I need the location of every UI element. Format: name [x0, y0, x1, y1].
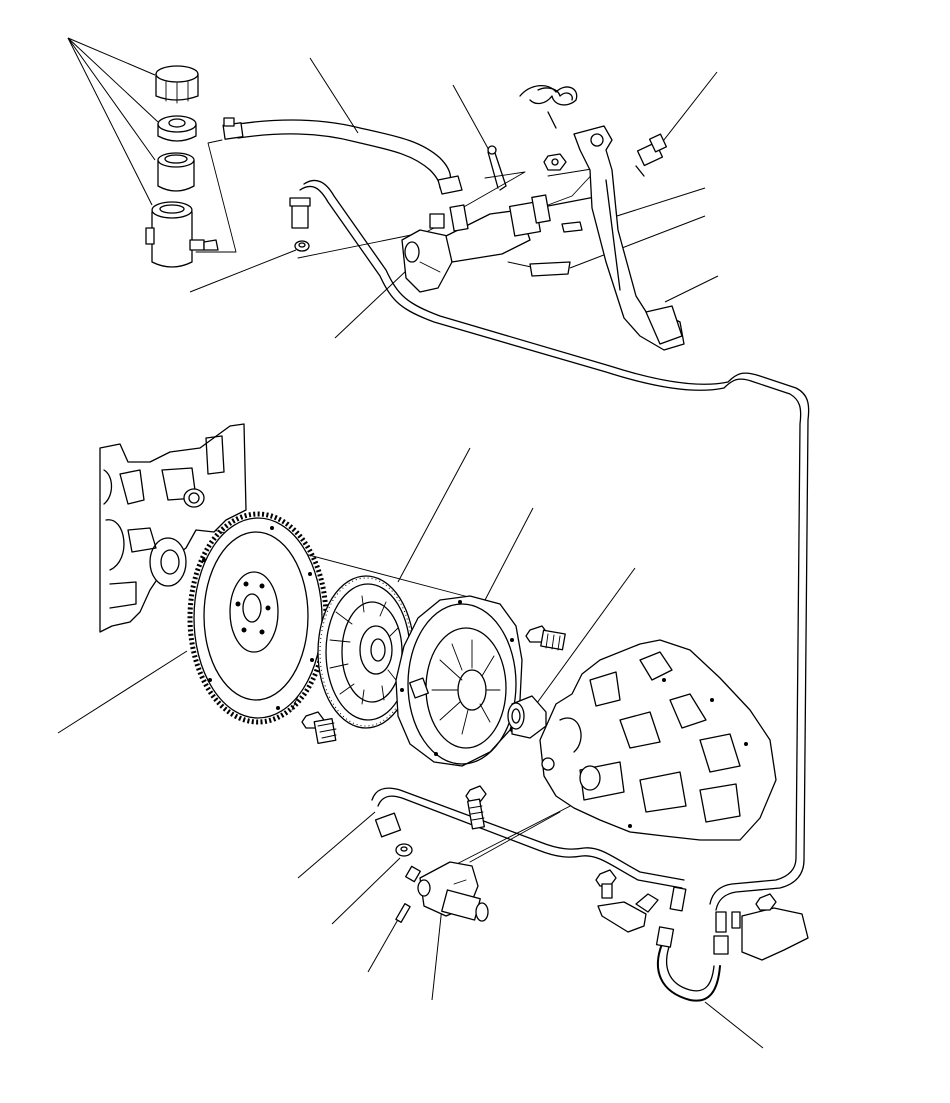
master-cylinder	[401, 194, 601, 293]
leader-washer	[189, 249, 297, 293]
leader-switch	[659, 71, 718, 146]
leader-hose	[309, 57, 359, 134]
leader-pedal-3	[664, 275, 719, 303]
assembly-line-nut	[547, 167, 599, 206]
slave-line	[371, 787, 687, 912]
leader-slave	[431, 906, 443, 1001]
leader-master	[334, 269, 408, 339]
leader-reservoir-1	[67, 37, 156, 76]
leader-plate	[483, 507, 534, 603]
leader-disc	[397, 447, 471, 583]
reservoir-cap	[155, 65, 199, 104]
bleeder	[395, 865, 421, 923]
assembly-line-slave	[444, 799, 583, 871]
flywheel	[187, 511, 329, 725]
clutch-pedal	[529, 125, 685, 351]
leader-reservoir-3	[67, 37, 156, 161]
leader-bearing	[536, 567, 636, 704]
transmission	[539, 639, 777, 841]
pressure-plate-bolt	[525, 625, 566, 651]
bracket-left	[595, 869, 659, 933]
bracket-right	[713, 893, 809, 961]
assembly-line-slave-2	[469, 811, 561, 863]
leader-clip	[452, 84, 491, 153]
reservoir-tank	[145, 201, 219, 268]
clutch-line	[289, 179, 810, 911]
leader-line-fitting	[297, 811, 376, 879]
slave-cylinder	[417, 861, 489, 922]
assembly-line-hose	[195, 139, 237, 253]
leader-reservoir-4	[67, 37, 153, 206]
return-spring	[519, 85, 578, 129]
leader-pedal-2	[569, 215, 706, 269]
reservoir-float	[157, 115, 197, 142]
reservoir-seal	[157, 152, 195, 192]
clip	[487, 145, 507, 191]
engine-block	[99, 423, 247, 633]
clutch-hose	[655, 926, 721, 1002]
leader-reservoir-2	[67, 37, 159, 123]
flywheel-bolt	[301, 711, 337, 745]
reservoir-hose	[222, 117, 463, 195]
leader-washer-2	[331, 857, 401, 925]
leader-hose-2	[704, 1001, 764, 1049]
pressure-plate	[395, 595, 523, 767]
pedal-nut	[543, 153, 567, 171]
clutch-disc	[317, 575, 415, 729]
assembly-line-clip	[461, 171, 526, 209]
leader-flywheel	[57, 650, 188, 734]
slave-bolt	[465, 785, 487, 830]
clutch-switch	[635, 133, 668, 177]
